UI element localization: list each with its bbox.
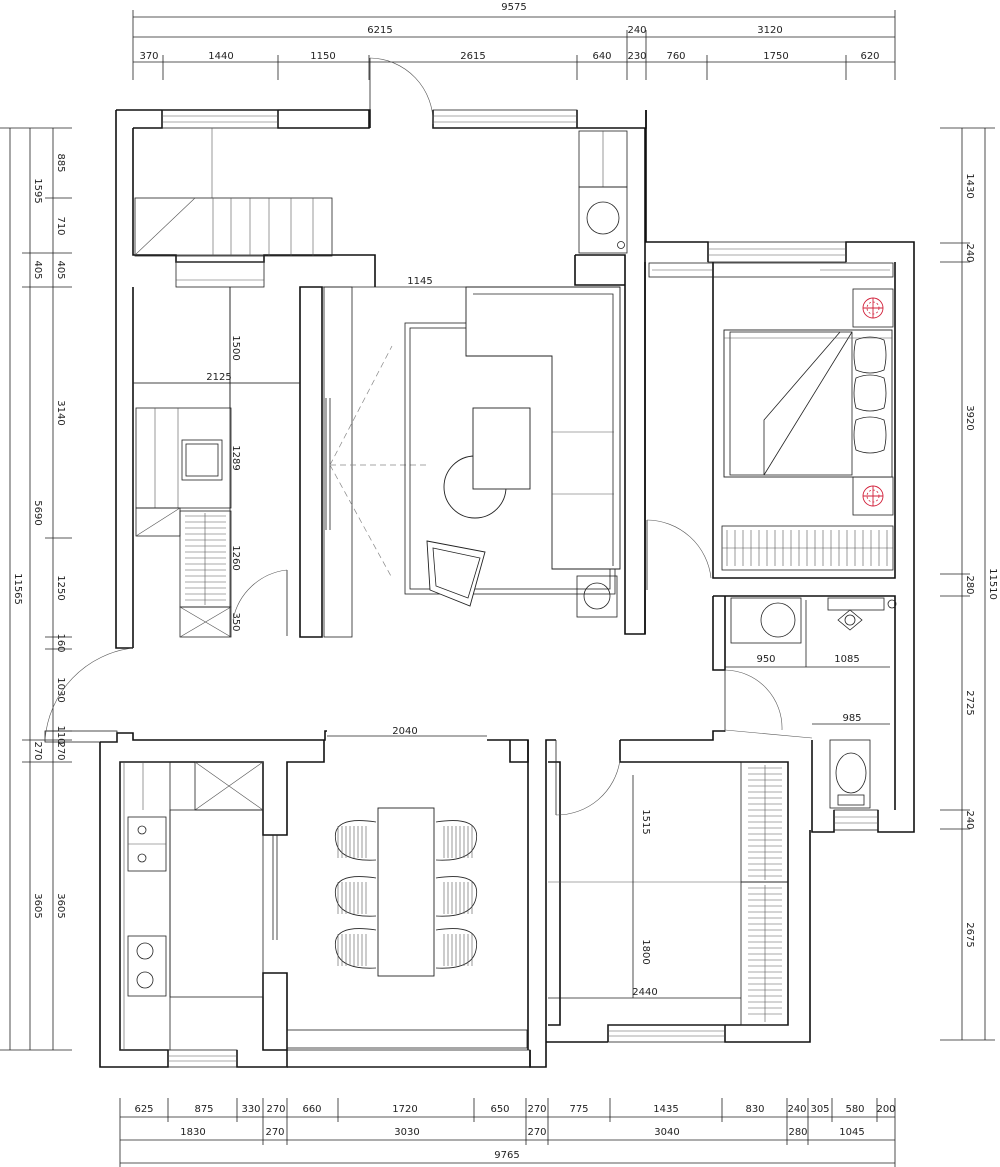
- dim-bot-r3-11: 830: [745, 1104, 764, 1115]
- dim-bot-r2-5: 3040: [654, 1127, 679, 1138]
- living-room: [329, 286, 621, 618]
- bathroom: [724, 597, 897, 809]
- windows: [44, 109, 879, 1068]
- dim-bot-r3-9: 775: [569, 1104, 588, 1115]
- dim-top-r3-5: 640: [592, 51, 611, 62]
- walls: [99, 109, 915, 1068]
- dim-bot-r2-3: 3030: [394, 1127, 419, 1138]
- dim-bot-r3-4: 270: [266, 1104, 285, 1115]
- left-dimensions: 11565 1595 5690 3605 405 270 885 710 405…: [0, 127, 72, 1051]
- dim-bot-r2-6: 280: [788, 1127, 807, 1138]
- dim-right-in-5: 2725: [964, 690, 975, 715]
- dim-int-2125: 2125: [206, 372, 231, 383]
- dim-right-total: 11510: [987, 568, 998, 600]
- dim-bot-total: 9765: [494, 1150, 519, 1161]
- dim-bot-r3-14: 580: [845, 1104, 864, 1115]
- dim-top-r2-1: 6215: [367, 25, 392, 36]
- dim-right-in-4: 280: [964, 575, 975, 594]
- dim-top-r3-3: 1150: [310, 51, 335, 62]
- dim-int-1289: 1289: [230, 445, 241, 470]
- dim-int-2440: 2440: [632, 987, 657, 998]
- dim-top-r3-7: 760: [666, 51, 685, 62]
- dim-left-extra-2: 270: [32, 741, 43, 760]
- kitchen: [119, 761, 278, 1051]
- dim-left-in-2: 710: [55, 216, 66, 235]
- dim-left-in-7: 1030: [55, 677, 66, 702]
- dim-int-350: 350: [230, 612, 241, 631]
- dim-int-1800: 1800: [640, 939, 651, 964]
- master-bedroom: [648, 262, 894, 571]
- dim-left-extra-1: 405: [32, 260, 43, 279]
- dim-top-r2-2: 240: [627, 25, 646, 36]
- dim-right-in-3: 3920: [964, 405, 975, 430]
- dim-top-r2-3: 3120: [757, 25, 782, 36]
- dim-left-mid-2: 5690: [32, 500, 43, 525]
- dim-bot-r3-12: 240: [787, 1104, 806, 1115]
- dim-top-r3-2: 1440: [208, 51, 233, 62]
- dim-bot-r2-4: 270: [527, 1127, 546, 1138]
- dim-left-in-1: 885: [55, 153, 66, 172]
- dim-bot-r3-2: 875: [194, 1104, 213, 1115]
- dim-top-r3-4: 2615: [460, 51, 485, 62]
- right-dimensions: 11510 1430 240 3920 280 2725 240 2675: [940, 127, 998, 1041]
- second-bedroom: [548, 761, 789, 1026]
- dim-int-1500: 1500: [230, 335, 241, 360]
- storage-cabinet-top: [578, 130, 628, 254]
- dim-int-1260: 1260: [230, 545, 241, 570]
- staircase: [134, 128, 333, 257]
- bottom-dimensions: 625 875 330 270 660 1720 650 270 775 143…: [119, 1098, 896, 1167]
- dim-left-total: 11565: [12, 573, 23, 605]
- dim-int-1085: 1085: [834, 654, 859, 665]
- dim-left-in-4: 3140: [55, 400, 66, 425]
- dim-bot-r2-1: 1830: [180, 1127, 205, 1138]
- interior-dimensions: 1145 1500 2125 1289 1260 350 950 1085 98…: [133, 276, 890, 998]
- doors: [44, 57, 783, 816]
- dim-right-in-2: 240: [964, 243, 975, 262]
- dim-left-in-10: 3605: [55, 893, 66, 918]
- dim-left-mid-3: 3605: [32, 893, 43, 918]
- dining-area: [286, 807, 528, 1049]
- dim-int-1515: 1515: [640, 809, 651, 834]
- dim-bot-r2-7: 1045: [839, 1127, 864, 1138]
- dim-top-r3-1: 370: [139, 51, 158, 62]
- dim-bot-r3-13: 305: [810, 1104, 829, 1115]
- dim-bot-r2-2: 270: [265, 1127, 284, 1138]
- dim-right-in-1: 1430: [964, 173, 975, 198]
- dim-bot-r3-15: 200: [876, 1104, 895, 1115]
- dim-top-r3-6: 230: [627, 51, 646, 62]
- dim-top-r3-9: 620: [860, 51, 879, 62]
- dim-int-1145: 1145: [407, 276, 432, 287]
- dim-left-mid-1: 1595: [32, 178, 43, 203]
- dim-left-in-3: 405: [55, 260, 66, 279]
- dim-bot-r3-6: 1720: [392, 1104, 417, 1115]
- study-room: [133, 286, 353, 638]
- dim-top-r3-8: 1750: [763, 51, 788, 62]
- dim-bot-r3-7: 650: [490, 1104, 509, 1115]
- dim-int-2040: 2040: [392, 726, 417, 737]
- dim-bot-r3-10: 1435: [653, 1104, 678, 1115]
- dim-int-950: 950: [756, 654, 775, 665]
- dim-bot-r3-1: 625: [134, 1104, 153, 1115]
- top-dimensions: 9575 6215 240 3120 370 1440 1150 2615 64…: [132, 2, 896, 80]
- wardrobe-study: [185, 513, 226, 605]
- dim-left-in-5: 1250: [55, 575, 66, 600]
- dim-right-in-6: 240: [964, 810, 975, 829]
- dim-bot-r3-5: 660: [302, 1104, 321, 1115]
- dim-bot-r3-3: 330: [241, 1104, 260, 1115]
- dim-left-in-9: 270: [55, 741, 66, 760]
- dim-left-in-8: 110: [55, 725, 66, 744]
- dim-bot-r3-8: 270: [527, 1104, 546, 1115]
- dim-top-total: 9575: [501, 2, 526, 13]
- dim-left-in-6: 160: [55, 633, 66, 652]
- dim-right-in-7: 2675: [964, 922, 975, 947]
- dim-int-985: 985: [842, 713, 861, 724]
